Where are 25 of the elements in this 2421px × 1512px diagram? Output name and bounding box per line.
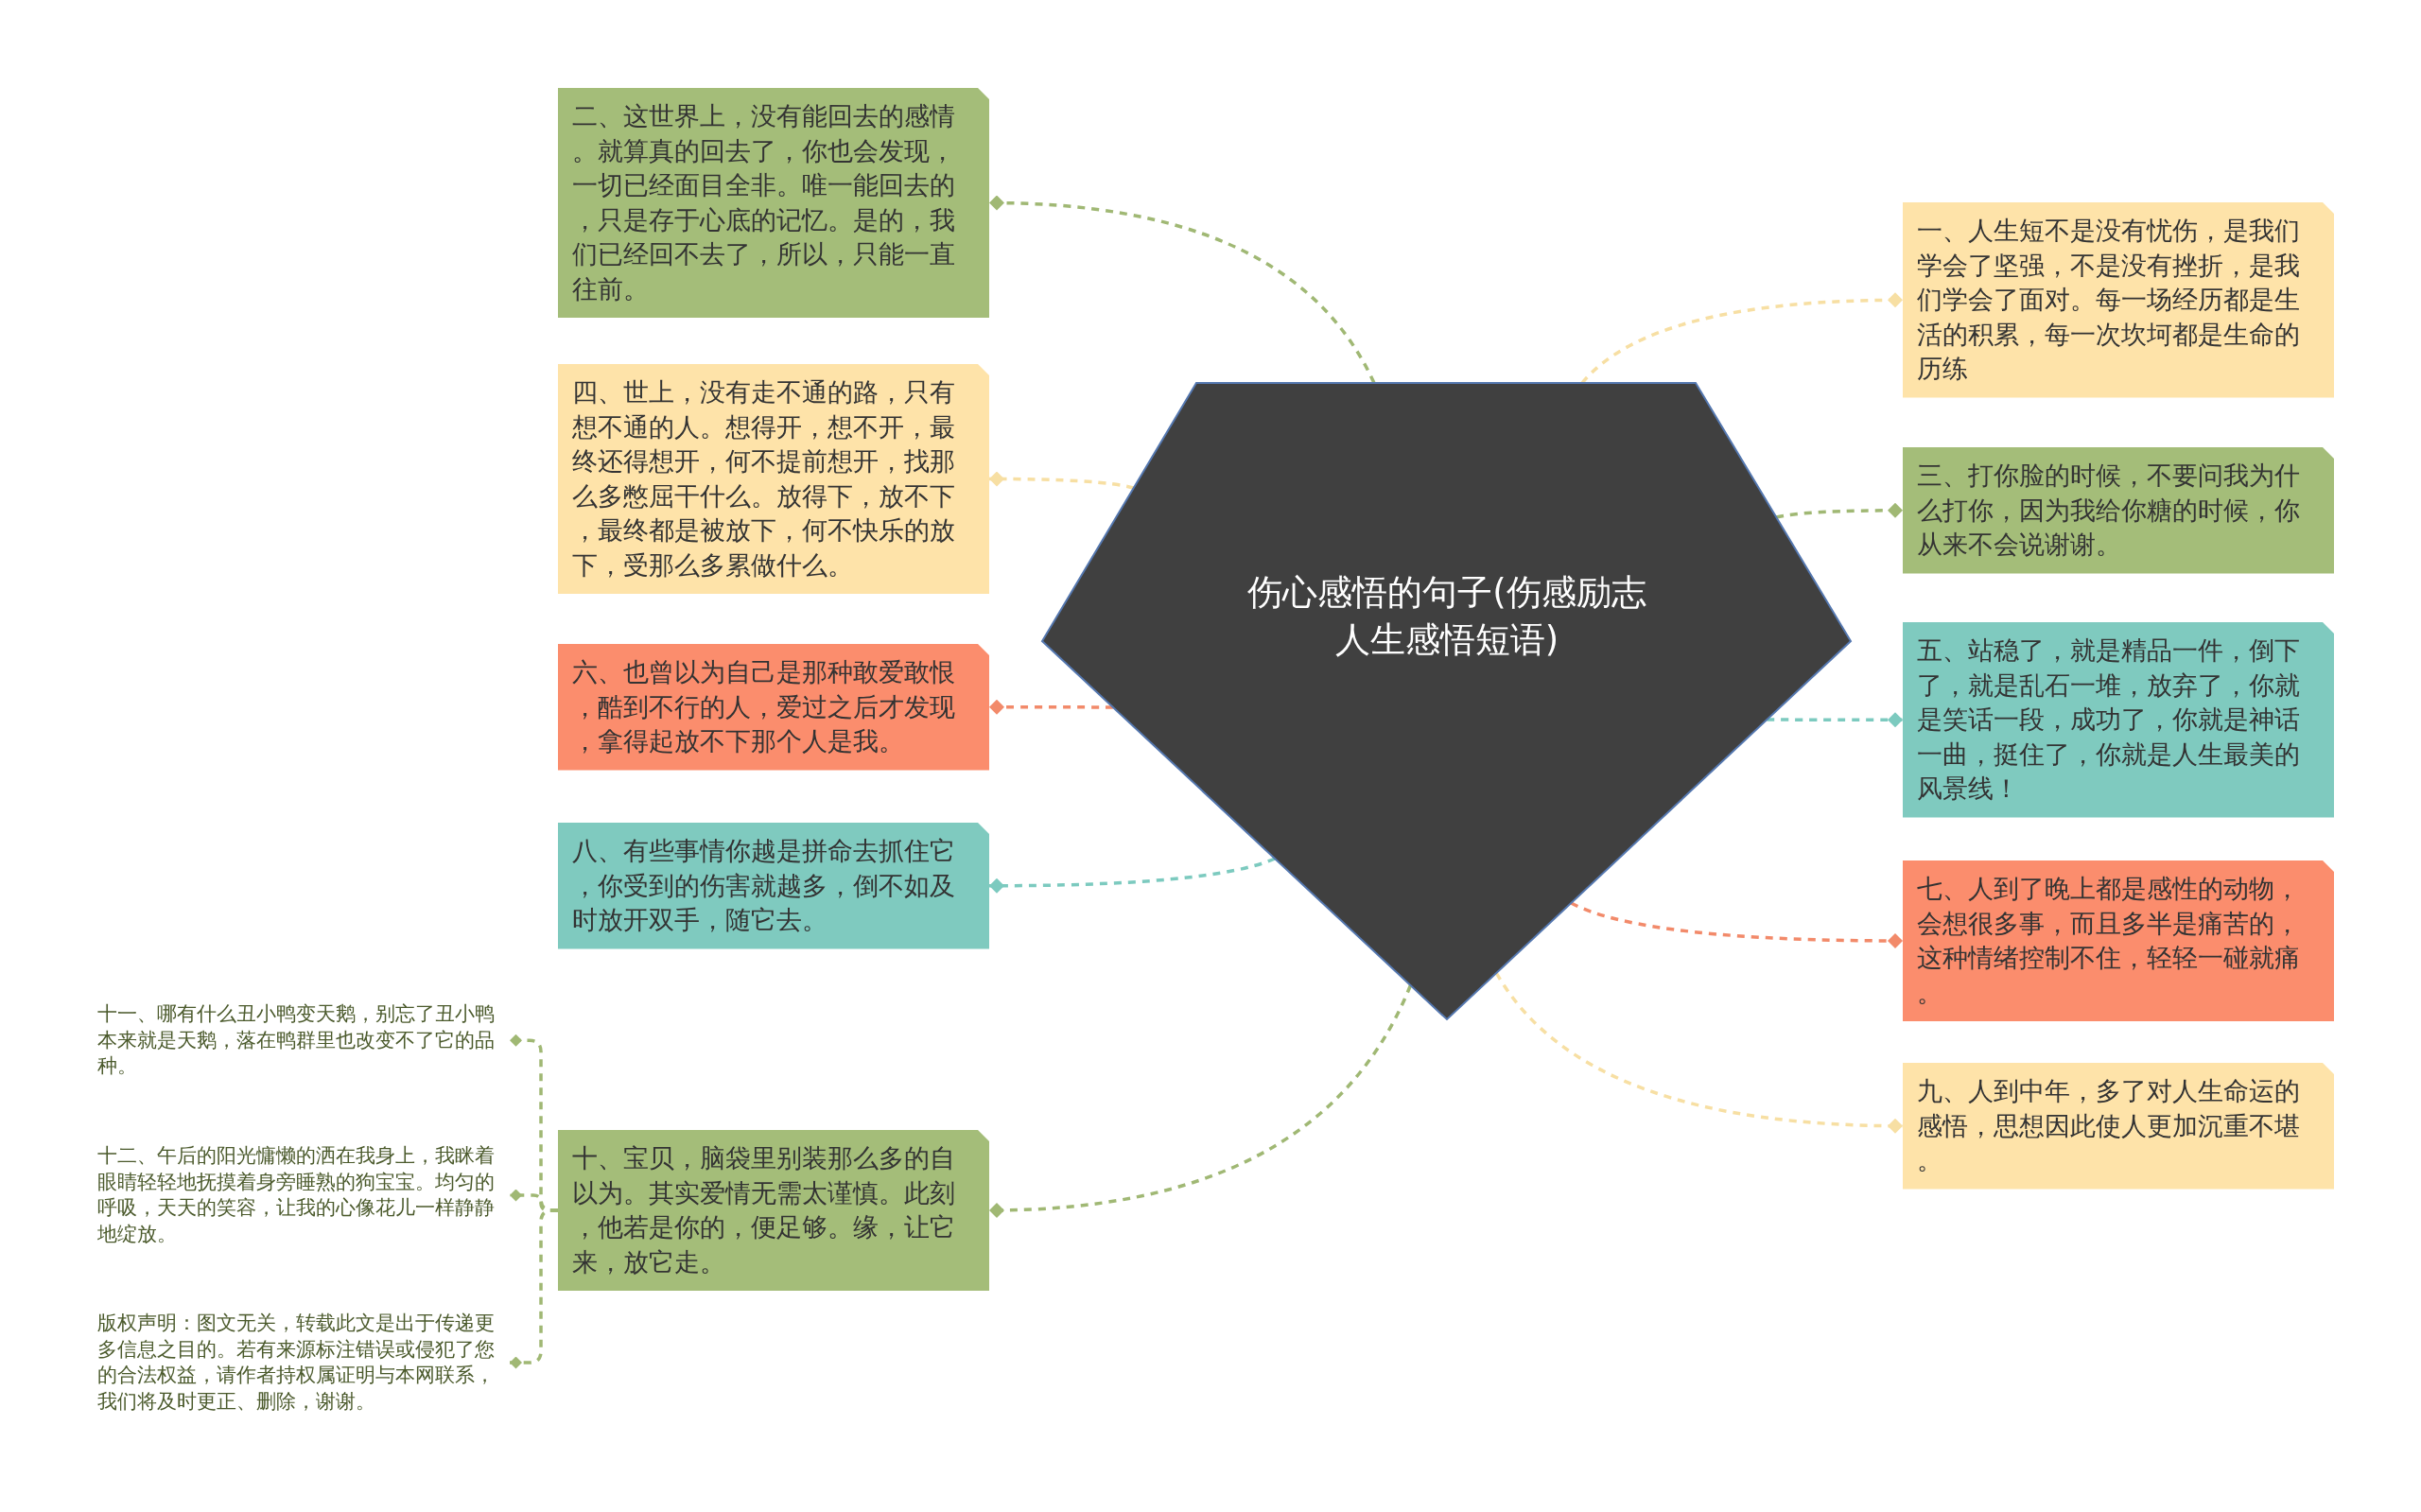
connector-line — [1580, 292, 1904, 385]
note-text: 版权声明：图文无关，转载此文是出于传递更多信息之目的。若有来源标注错误或侵犯了您的合法权益，请作者持权属证明与本网联系，我们将及时更正、删除，谢谢。 — [94, 1307, 510, 1418]
branch-card: 四、世上，没有走不通的路，只有想不通的人。想得开，想不开，最终还得想开，何不提前想开，找那么多憋屈干什么。放得下，放不下，最终都是被放下，何不快乐的放下，受那么多累做什么。 — [558, 364, 989, 594]
connector-line — [510, 1208, 558, 1369]
connector-line — [988, 984, 1413, 1218]
note-text: 十一、哪有什么丑小鸭变天鹅，别忘了丑小鸭本来就是天鹅，落在鸭群里也改变不了它的品种。 — [94, 998, 510, 1084]
branch-card: 二、这世界上，没有能回去的感情。就算真的回去了，你也会发现，一切已经面目全非。唯一能回去的，只是存于心底的记忆。是的，我们已经回不去了，所以，只能一直往前。 — [558, 88, 989, 318]
connector-line — [1775, 502, 1903, 519]
connector-line — [1494, 972, 1904, 1134]
connector-line — [989, 857, 1276, 894]
branch-card: 五、站稳了，就是精品一件，倒下了，就是乱石一堆，放弃了，你就是笑话一段，成功了，你就是神话一曲，挺住了，你就是人生最美的风景线！ — [1903, 622, 2334, 818]
connector-line — [1570, 901, 1903, 948]
branch-card: 九、人到中年，多了对人生命运的感悟，思想因此使人更加沉重不堪。 — [1903, 1063, 2334, 1190]
branch-card: 八、有些事情你越是拼命去抓住它，你受到的伤害就越多，倒不如及时放开双手，随它去。 — [558, 823, 989, 949]
branch-card: 六、也曾以为自己是那种敢爱敢恨，酷到不行的人，爱过之后才发现，拿得起放不下那个人是我。 — [558, 644, 989, 771]
connector-line — [1767, 712, 1903, 728]
branch-card: 三、打你脸的时候，不要问我为什么打你，因为我给你糖的时候，你从来不会说谢谢。 — [1903, 447, 2334, 574]
topic-title: 伤心感悟的句子(伤感励志人生感悟短语) — [1246, 571, 1647, 662]
connector-line — [989, 699, 1113, 715]
branch-card: 七、人到了晚上都是感性的动物，会想很多事，而且多半是痛苦的，这种情绪控制不住，轻轻一碰就痛。 — [1903, 860, 2334, 1021]
branch-card: 十、宝贝，脑袋里别装那么多的自以为。其实爱情无需太谨慎。此刻，他若是你的，便足够。缘，让它来，放它走。 — [558, 1130, 989, 1291]
branch-card: 一、人生短不是没有忧伤，是我们学会了坚强，不是没有挫折，是我们学会了面对。每一场经历都是生活的积累，每一次坎坷都是生命的历练 — [1903, 202, 2334, 398]
connector-line — [989, 471, 1135, 490]
connector-line — [988, 195, 1376, 384]
note-text: 十二、午后的阳光慵懒的洒在我身上，我眯着眼睛轻轻地抚摸着身旁睡熟的狗宝宝。均匀的呼吸，天天的笑容，让我的心像花儿一样静静地绽放。 — [94, 1139, 510, 1251]
